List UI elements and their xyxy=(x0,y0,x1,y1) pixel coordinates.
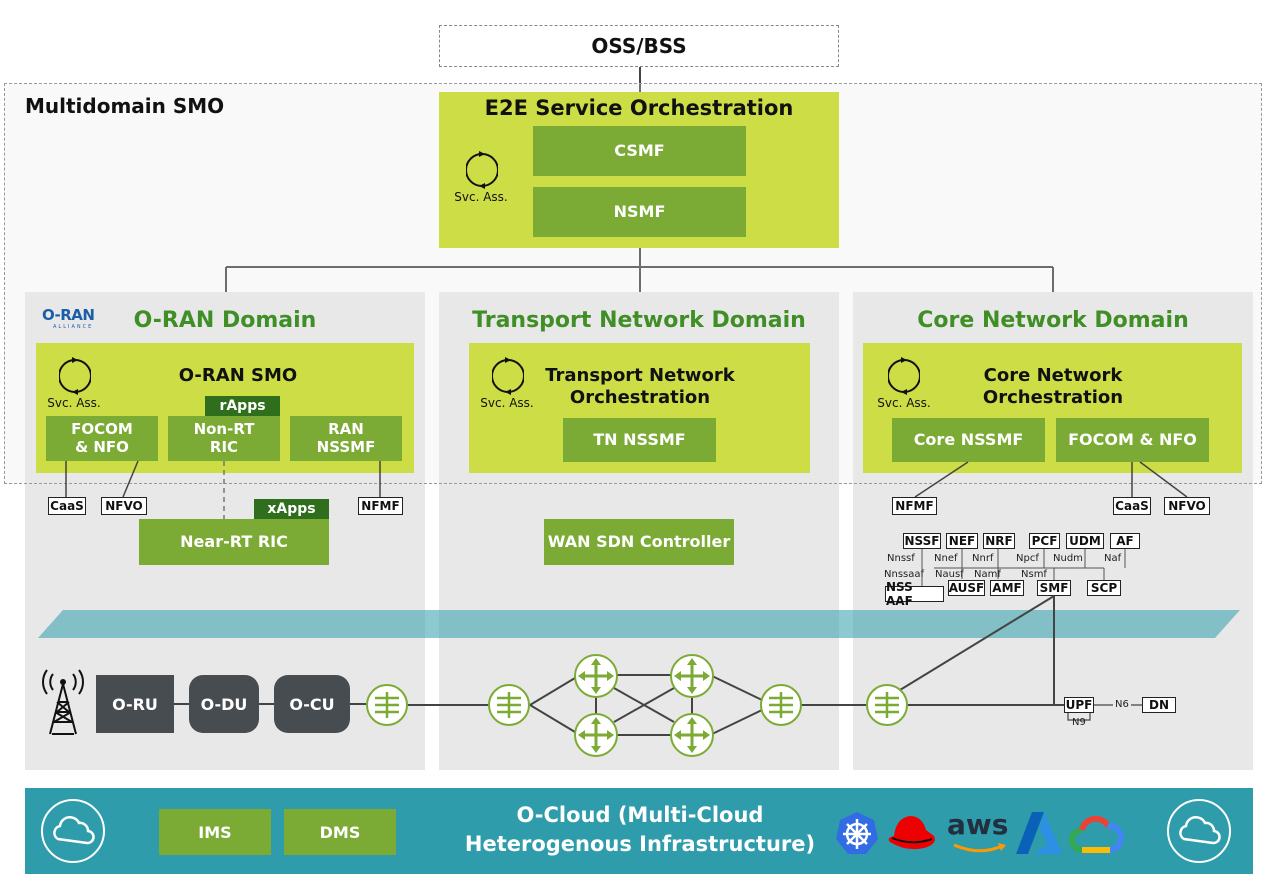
scp-box: SCP xyxy=(1087,580,1121,596)
cloud-icon xyxy=(1167,799,1231,863)
cycle-icon xyxy=(492,357,524,395)
transport-orchestration-title: Transport Network Orchestration xyxy=(545,365,735,408)
svc-assurance-label: Svc. Ass. xyxy=(480,396,534,410)
oran-domain-title: O-RAN Domain xyxy=(133,308,317,333)
cell-tower-icon xyxy=(42,669,84,735)
nef-box: NEF xyxy=(946,533,978,549)
smf-box: SMF xyxy=(1037,580,1071,596)
oran-logo: O-RAN xyxy=(42,306,95,324)
cycle-icon xyxy=(59,357,91,395)
svc-assurance-label: Svc. Ass. xyxy=(877,396,931,410)
xapps-label: xApps xyxy=(254,499,329,519)
core-nfvo-box: NFVO xyxy=(1164,497,1210,515)
core-orchestration-title: Core Network Orchestration xyxy=(982,365,1124,408)
multidomain-smo-label: Multidomain SMO xyxy=(25,94,225,118)
core-focom-nfo-box: FOCOM & NFO xyxy=(1056,418,1209,462)
switch-icon xyxy=(866,684,908,726)
near-rt-ric-box: Near-RT RIC xyxy=(139,519,329,565)
af-box: AF xyxy=(1110,533,1140,549)
pcf-box: PCF xyxy=(1029,533,1060,549)
ausf-box: AUSF xyxy=(948,580,985,596)
aws-logo: aws xyxy=(947,808,1009,841)
switch-icon xyxy=(488,684,530,726)
azure-icon xyxy=(1016,812,1062,854)
google-cloud-icon xyxy=(1069,815,1124,853)
udm-box: UDM xyxy=(1066,533,1104,549)
oss-bss-box: OSS/BSS xyxy=(439,25,839,67)
wan-sdn-controller-box: WAN SDN Controller xyxy=(544,519,734,565)
iface-nnef: Nnef xyxy=(934,553,958,564)
nfmf-box: NFMF xyxy=(358,497,403,515)
non-rt-ric-box: Non-RT RIC xyxy=(168,416,280,461)
tn-nssmf-box: TN NSSMF xyxy=(563,418,716,462)
svc-assurance-label: Svc. Ass. xyxy=(47,396,101,410)
o-cloud-title: O-Cloud (Multi-Cloud Heterogenous Infras… xyxy=(464,803,816,857)
iface-nnssaaf: Nnssaaf xyxy=(884,569,925,580)
o-ru-box: O-RU xyxy=(96,675,174,733)
cycle-icon xyxy=(466,151,498,189)
ims-box: IMS xyxy=(159,809,271,855)
iface-nausf: Nausf xyxy=(935,569,964,580)
iface-nudm: Nudm xyxy=(1053,553,1083,564)
nfvo-box: NFVO xyxy=(101,497,147,515)
router-icon xyxy=(670,713,714,757)
iface-namf: Namf xyxy=(974,569,1001,580)
switch-icon xyxy=(366,684,408,726)
router-icon xyxy=(670,654,714,698)
nrf-box: NRF xyxy=(983,533,1015,549)
dms-box: DMS xyxy=(284,809,396,855)
redhat-icon xyxy=(888,816,935,850)
iface-n6: N6 xyxy=(1113,699,1131,710)
router-icon xyxy=(574,654,618,698)
core-domain-title: Core Network Domain xyxy=(917,308,1189,333)
o-cu-box: O-CU xyxy=(274,675,350,733)
csmf-box: CSMF xyxy=(533,126,746,176)
iface-nnrf: Nnrf xyxy=(972,553,994,564)
router-icon xyxy=(574,713,618,757)
oran-logo-text: O-RAN xyxy=(42,306,95,324)
iface-nnssf: Nnssf xyxy=(887,553,915,564)
upf-box: UPF xyxy=(1064,697,1094,713)
oran-smo-title: O-RAN SMO xyxy=(178,365,298,386)
iface-nsmf: Nsmf xyxy=(1021,569,1047,580)
core-nssmf-box: Core NSSMF xyxy=(892,418,1045,462)
iface-n9: N9 xyxy=(1072,717,1086,728)
nssf-box: NSSF xyxy=(903,533,941,549)
dn-box: DN xyxy=(1142,697,1176,713)
e2e-title: E2E Service Orchestration xyxy=(484,96,794,120)
oran-logo-sub: ALLIANCE xyxy=(53,324,94,330)
svc-assurance-label: Svc. Ass. xyxy=(454,190,508,204)
aws-smile-icon xyxy=(953,843,1006,853)
core-caas-box: CaaS xyxy=(1113,497,1151,515)
cycle-icon xyxy=(888,357,920,395)
switch-icon xyxy=(760,684,802,726)
iface-npcf: Npcf xyxy=(1016,553,1039,564)
core-nfmf-box: NFMF xyxy=(892,497,937,515)
kubernetes-icon xyxy=(836,812,878,854)
o-du-box: O-DU xyxy=(189,675,259,733)
iface-naf: Naf xyxy=(1104,553,1122,564)
caas-box: CaaS xyxy=(48,497,86,515)
ran-nssmf-box: RAN NSSMF xyxy=(290,416,402,461)
rapps-label: rApps xyxy=(205,396,280,416)
cloud-icon xyxy=(41,799,105,863)
transport-domain-title: Transport Network Domain xyxy=(472,308,806,333)
focom-nfo-box: FOCOM & NFO xyxy=(46,416,158,461)
amf-box: AMF xyxy=(990,580,1024,596)
nsmf-box: NSMF xyxy=(533,187,746,237)
